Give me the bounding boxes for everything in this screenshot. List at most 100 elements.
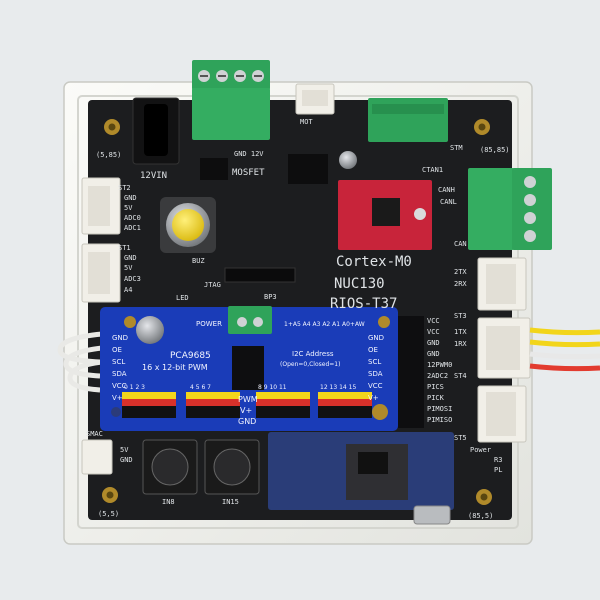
pca-addr: I2C Address — [292, 350, 334, 358]
wires-right — [529, 327, 600, 372]
label-st2: ST2 — [118, 184, 131, 192]
right-pin-0: VCC — [427, 317, 440, 325]
pca-right-pin-0: GND — [368, 334, 384, 342]
label-gnd12v: GND 12V — [234, 150, 264, 158]
pca-subtitle: 16 x 12-bit PWM — [142, 363, 208, 372]
label-model: RIOS-T37 — [330, 296, 397, 312]
left-bottom-pin-3: A4 — [124, 286, 132, 294]
jst-right-middle — [477, 317, 531, 379]
right-pin-5: 2ADC2 — [427, 372, 448, 380]
pca-right-pin-2: SCL — [368, 358, 381, 366]
pca-addr-bits: 1+A5 A4 A3 A2 A1 A0+AW — [284, 321, 365, 328]
jst-left-bottom — [81, 243, 121, 303]
label-buz: BUZ — [192, 257, 205, 265]
pca-left-pin-2: SCL — [112, 358, 125, 366]
pca-gnd: GND — [238, 417, 256, 426]
label-st1: ST1 — [118, 244, 131, 252]
mosfet-chip — [200, 158, 228, 180]
pca-right-pin-5: V+ — [368, 394, 379, 402]
pca-left-pin-1: OE — [112, 346, 122, 354]
terminal-block-can — [468, 168, 552, 250]
right-pin-2: GND — [427, 339, 440, 347]
label-st3: ST3 — [454, 312, 467, 320]
smac-label-0: SMAC — [86, 430, 103, 438]
corner-label-bottom-right: (85,5) — [468, 512, 493, 520]
label-mot: MOT — [300, 118, 313, 126]
pca-title: PCA9685 — [170, 351, 211, 361]
label-canh: CANH — [438, 186, 455, 194]
usb-connector — [413, 505, 451, 525]
left-bottom-pin-0: GND — [124, 254, 137, 262]
terminal-block-top — [192, 60, 270, 140]
left-top-pin-0: GND — [124, 194, 137, 202]
pca-ch-left: 0 1 2 3 — [124, 384, 145, 391]
pca-power-label: POWER — [196, 320, 222, 328]
pca-right-pin-3: SDA — [368, 370, 383, 378]
label-pl: PL — [494, 466, 502, 474]
wires-left — [57, 331, 103, 393]
label-canl: CANL — [440, 198, 457, 206]
label-r3: R3 — [494, 456, 502, 464]
right-pin-8: PIMOSI — [427, 405, 452, 413]
jst-right-bottom — [477, 385, 527, 443]
pca-left-pin-3: SDA — [112, 370, 127, 378]
label-led: LED — [176, 294, 189, 302]
pca-ch-right2: 12 13 14 15 — [320, 384, 356, 391]
uart-pin-0: 2TX — [454, 268, 467, 276]
left-bottom-pin-1: 5V — [124, 264, 133, 272]
label-bp3: BP3 — [264, 293, 277, 301]
label-cortex: Cortex-M0 — [336, 254, 412, 270]
push-button-in8 — [142, 439, 198, 495]
bluetooth-module — [268, 432, 454, 510]
pca-right-pin-4: VCC — [368, 382, 383, 390]
corner-label-bottom-left: (5,5) — [98, 510, 119, 518]
label-stm: STM — [450, 144, 463, 152]
label-jtag: JTAG — [204, 281, 221, 289]
right-pin-3: GND — [427, 350, 440, 358]
jst-connector-mot — [295, 83, 335, 115]
pca-addr2: (Open=0,Closed=1) — [280, 361, 340, 368]
uart-pin-2: 1TX — [454, 328, 467, 336]
uart-pin-1: 2RX — [454, 280, 467, 288]
right-pin-7: PICK — [427, 394, 445, 402]
label-st5: ST5 — [454, 434, 467, 442]
pca-left-pin-4: VCC — [112, 382, 127, 390]
pca-left-pin-0: GND — [112, 334, 128, 342]
pca-left-pin-5: V+ — [112, 394, 123, 402]
smac-label-2: GND — [120, 456, 133, 464]
pca-pwm: PWM — [238, 395, 258, 404]
left-top-pin-1: 5V — [124, 204, 133, 212]
corner-label-top-right: (85,85) — [480, 146, 510, 154]
right-pin-9: PIMISO — [427, 416, 452, 424]
dc-jack — [132, 97, 180, 165]
jtag-header — [224, 267, 296, 283]
corner-label-top-left: (5,85) — [96, 151, 121, 159]
pca-ch-mid: 4 5 6 7 — [190, 384, 211, 391]
jst-left-top — [81, 177, 121, 235]
right-pin-header — [398, 316, 424, 428]
electrolytic-cap-small — [339, 151, 357, 169]
jst-right-uart — [477, 257, 527, 311]
label-st4: ST4 — [454, 372, 467, 380]
label-in15: IN15 — [222, 498, 239, 506]
right-pin-4: 12PWM0 — [427, 361, 452, 369]
right-pin-1: VCC — [427, 328, 440, 336]
right-pin-6: PICS — [427, 383, 444, 391]
reset-button — [160, 197, 216, 253]
pca-right-pin-1: OE — [368, 346, 378, 354]
left-top-pin-3: ADC1 — [124, 224, 141, 232]
smac-label-1: 5V — [120, 446, 129, 454]
label-in8: IN8 — [162, 498, 175, 506]
servo-headers — [122, 392, 372, 418]
label-chip: NUC130 — [334, 276, 385, 292]
label-power: Power — [470, 446, 491, 454]
mounting-holes — [102, 119, 492, 505]
jst-smac — [81, 439, 113, 475]
regulator-chip — [288, 154, 328, 184]
label-ctan1: CTAN1 — [422, 166, 443, 174]
left-top-pin-2: ADC0 — [124, 214, 141, 222]
terminal-block-stm — [368, 98, 448, 142]
pca-ch-right1: 8 9 10 11 — [258, 384, 287, 391]
